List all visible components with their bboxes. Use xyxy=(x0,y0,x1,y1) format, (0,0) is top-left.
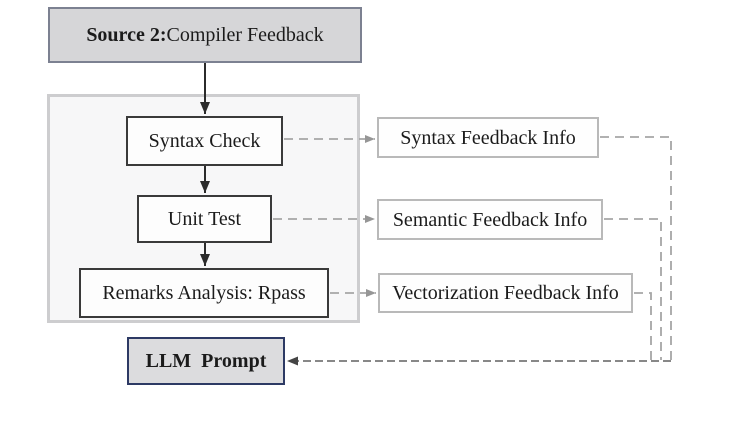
source-label-prefix: Source 2: xyxy=(86,24,167,46)
unit-test-node: Unit Test xyxy=(137,195,272,243)
llm-prompt-node: LLM Prompt xyxy=(127,337,285,385)
syntax-check-label: Syntax Check xyxy=(148,130,261,152)
syntax-feedback-info-label: Syntax Feedback Info xyxy=(400,126,576,149)
llm-prompt-label: LLM Prompt xyxy=(145,350,267,372)
syntax-check-node: Syntax Check xyxy=(126,116,283,166)
vectorization-feedback-info-node: Vectorization Feedback Info xyxy=(378,273,633,313)
syntax-feedback-info-node: Syntax Feedback Info xyxy=(377,117,599,158)
source-compiler-feedback-node: Source 2: Compiler Feedback xyxy=(48,7,362,63)
semantic-feedback-info-node: Semantic Feedback Info xyxy=(377,199,603,240)
wire-syntax-feedback-routing xyxy=(600,136,672,360)
wire-vectorization-feedback-routing xyxy=(634,292,652,360)
source-label-suffix: Compiler Feedback xyxy=(166,24,324,46)
vectorization-feedback-info-label: Vectorization Feedback Info xyxy=(392,282,619,304)
remarks-analysis-node: Remarks Analysis: Rpass xyxy=(79,268,329,318)
semantic-feedback-info-label: Semantic Feedback Info xyxy=(392,208,588,231)
unit-test-label: Unit Test xyxy=(167,208,242,230)
remarks-analysis-label: Remarks Analysis: Rpass xyxy=(102,282,306,304)
